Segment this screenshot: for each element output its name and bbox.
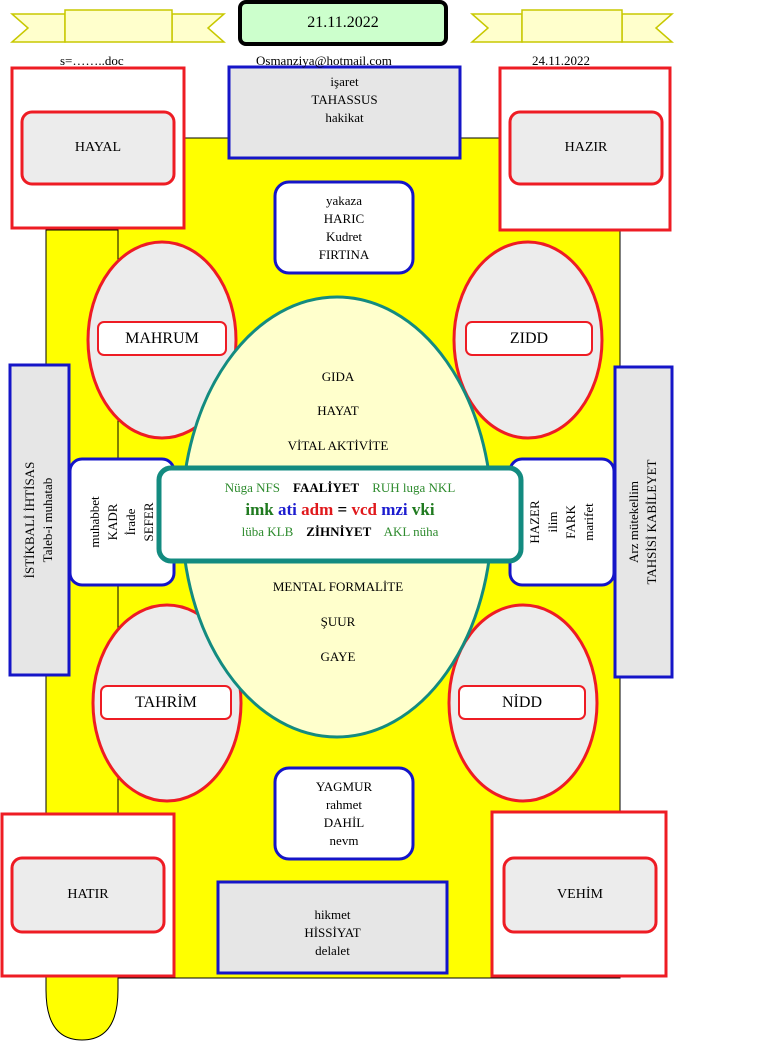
top-blue-line: hakikat [325,110,364,125]
left-side-panel [8,363,71,677]
row1-mid: FAALİYET [293,480,360,495]
top-round-line: yakaza [325,193,363,208]
bottom-blue-line: HİSSİYAT [304,925,361,940]
oval-label-box-bottom-left [100,685,232,720]
top-blue-box [227,65,462,160]
right-small-line: ilim [545,511,560,533]
row2-vcd: vcd [351,500,377,519]
email-label[interactable]: Osmanziya@hotmail.com [256,53,392,68]
top-blue-line: işaret [330,74,359,89]
corner-inner-bottom-right [502,856,658,934]
corner-inner-top-left [20,110,176,186]
center-box-row-3: lüba KLB ZİHNİYET AKL nüha [164,524,516,544]
corner-bottom-left-label: HATIR [67,887,109,902]
left-small-line: KADR [105,503,120,541]
center-upper-2: HAYAT [317,403,359,418]
right-side-panel [613,365,674,679]
row3-left: lüba KLB [241,524,294,539]
oval-label-box-top-right [465,321,593,356]
center-lower-2: ŞUUR [320,614,356,629]
left-small-text: muhabbet KADR İrade SEFER [80,462,164,582]
oval-label-box-top-left [97,321,227,356]
bottom-round-box [273,766,415,861]
row2-imk: imk [245,500,274,519]
bottom-round-line: YAGMUR [315,779,373,794]
row2-mzi: mzi [381,500,408,519]
corner-inner-bottom-left [10,856,166,934]
top-round-line: FIRTINA [318,247,370,262]
top-round-box [273,180,415,275]
top-round-text: yakaza HARIC Kudret FIRTINA [275,190,413,266]
bottom-blue-line: delalet [315,943,350,958]
bottom-round-line: rahmet [325,797,363,812]
top-blue-text: işaret TAHASSUS hakikat [229,70,460,130]
row3-right: AKL nüha [383,524,439,539]
right-panel-line-2: TAHSİSİ KABİLEYET [644,459,659,585]
left-ribbon [10,9,226,43]
top-round-line: HARIC [323,211,365,226]
oval-label-mahrum: MAHRUM [125,329,199,347]
row2-equals: = [337,500,348,519]
center-lower-3: GAYE [320,649,356,664]
top-round-line: Kudret [325,229,363,244]
right-date: 24.11.2022 [532,53,591,68]
center-upper-1: GIDA [321,369,355,384]
row1-left: Nüga NFS [224,480,280,495]
oval-label-nidd: NİDD [502,693,542,711]
bottom-round-line: DAHİL [323,815,365,830]
center-box-frame [156,465,524,564]
left-panel-text: İSTİKBALİ İHTİSAS Taleb-i muhatab [17,375,61,665]
bottom-round-text: YAGMUR rahmet DAHİL nevm [275,776,413,852]
oval-label-tahrim: TAHRİM [135,693,197,711]
center-box-row-2: imk ati adm = vcd mzi vki [164,500,516,524]
corner-top-right-label: HAZIR [564,140,608,155]
left-small-line: İrade [123,508,138,536]
right-small-line: HAZER [527,500,542,544]
row2-vki: vki [411,500,435,519]
date-box: 21.11.2022 [307,14,379,31]
bottom-blue-text: hikmet HİSSİYAT delalet [218,904,447,962]
corner-bottom-right-label: VEHİM [557,887,603,902]
bottom-blue-box [216,880,449,975]
bottom-blue-line: hikmet [314,907,351,922]
row3-mid: ZİHNİYET [306,524,372,539]
right-panel-line-1: Arz mütekellim [626,481,641,563]
left-panel-line-1: İSTİKBALİ İHTİSAS [22,461,37,579]
bottom-round-line: nevm [329,833,359,848]
date-box-frame [238,0,448,46]
right-small-text: HAZER ilim FARK marifet [520,462,604,582]
left-panel-line-2: Taleb-i muhatab [40,477,55,563]
right-small-line: marifet [581,503,596,541]
oval-label-box-bottom-right [458,685,586,720]
left-small-line: SEFER [141,502,156,542]
row1-right: RUH luga NKL [372,480,456,495]
row2-adm: adm [301,500,334,519]
top-blue-line: TAHASSUS [311,92,378,107]
center-lower-1: MENTAL FORMALİTE [272,579,404,594]
corner-top-left-label: HAYAL [74,140,122,155]
doc-note: s=……..doc [60,53,124,68]
center-box-row-1: Nüga NFS FAALİYET RUH luga NKL [164,480,516,500]
center-upper-3: VİTAL AKTİVİTE [287,438,389,453]
corner-inner-top-right [508,110,664,186]
right-ribbon [470,9,674,43]
row2-ati: ati [278,500,297,519]
right-small-line: FARK [563,505,578,539]
right-panel-text: Arz mütekellim TAHSİSİ KABİLEYET [621,377,665,667]
left-small-line: muhabbet [87,496,102,548]
oval-label-zidd: ZIDD [509,329,549,347]
